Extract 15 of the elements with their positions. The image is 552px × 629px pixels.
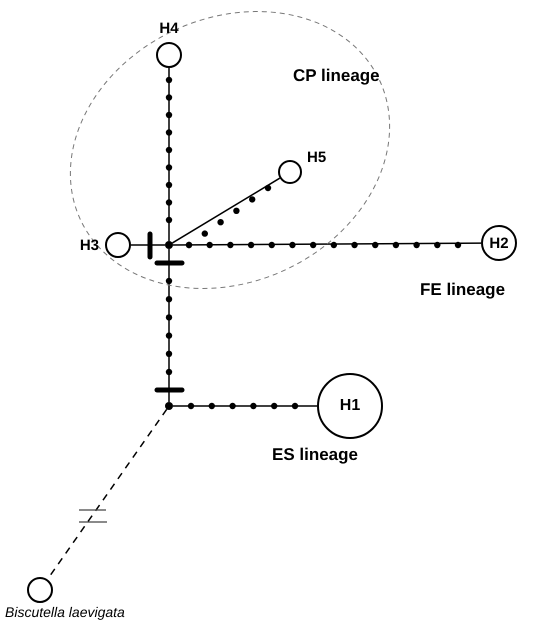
network-branch [131, 244, 165, 246]
haplotype-label: H3 [80, 238, 99, 253]
network-branch [168, 249, 170, 402]
haplotype-label: H2 [489, 236, 509, 250]
haplotype-label: H4 [159, 21, 179, 36]
network-branch [172, 178, 280, 244]
haplotype-label: H1 [340, 398, 360, 414]
haplotype-label: H5 [307, 150, 326, 165]
network-branch [168, 68, 170, 241]
lineage-label: FE lineage [420, 281, 506, 298]
lineage-label: ES lineage [272, 446, 358, 463]
species-label: Biscutella laevigata [5, 605, 125, 619]
lineage-label: CP lineage [293, 67, 380, 84]
network-branch [173, 242, 481, 246]
network-branch [173, 405, 317, 407]
